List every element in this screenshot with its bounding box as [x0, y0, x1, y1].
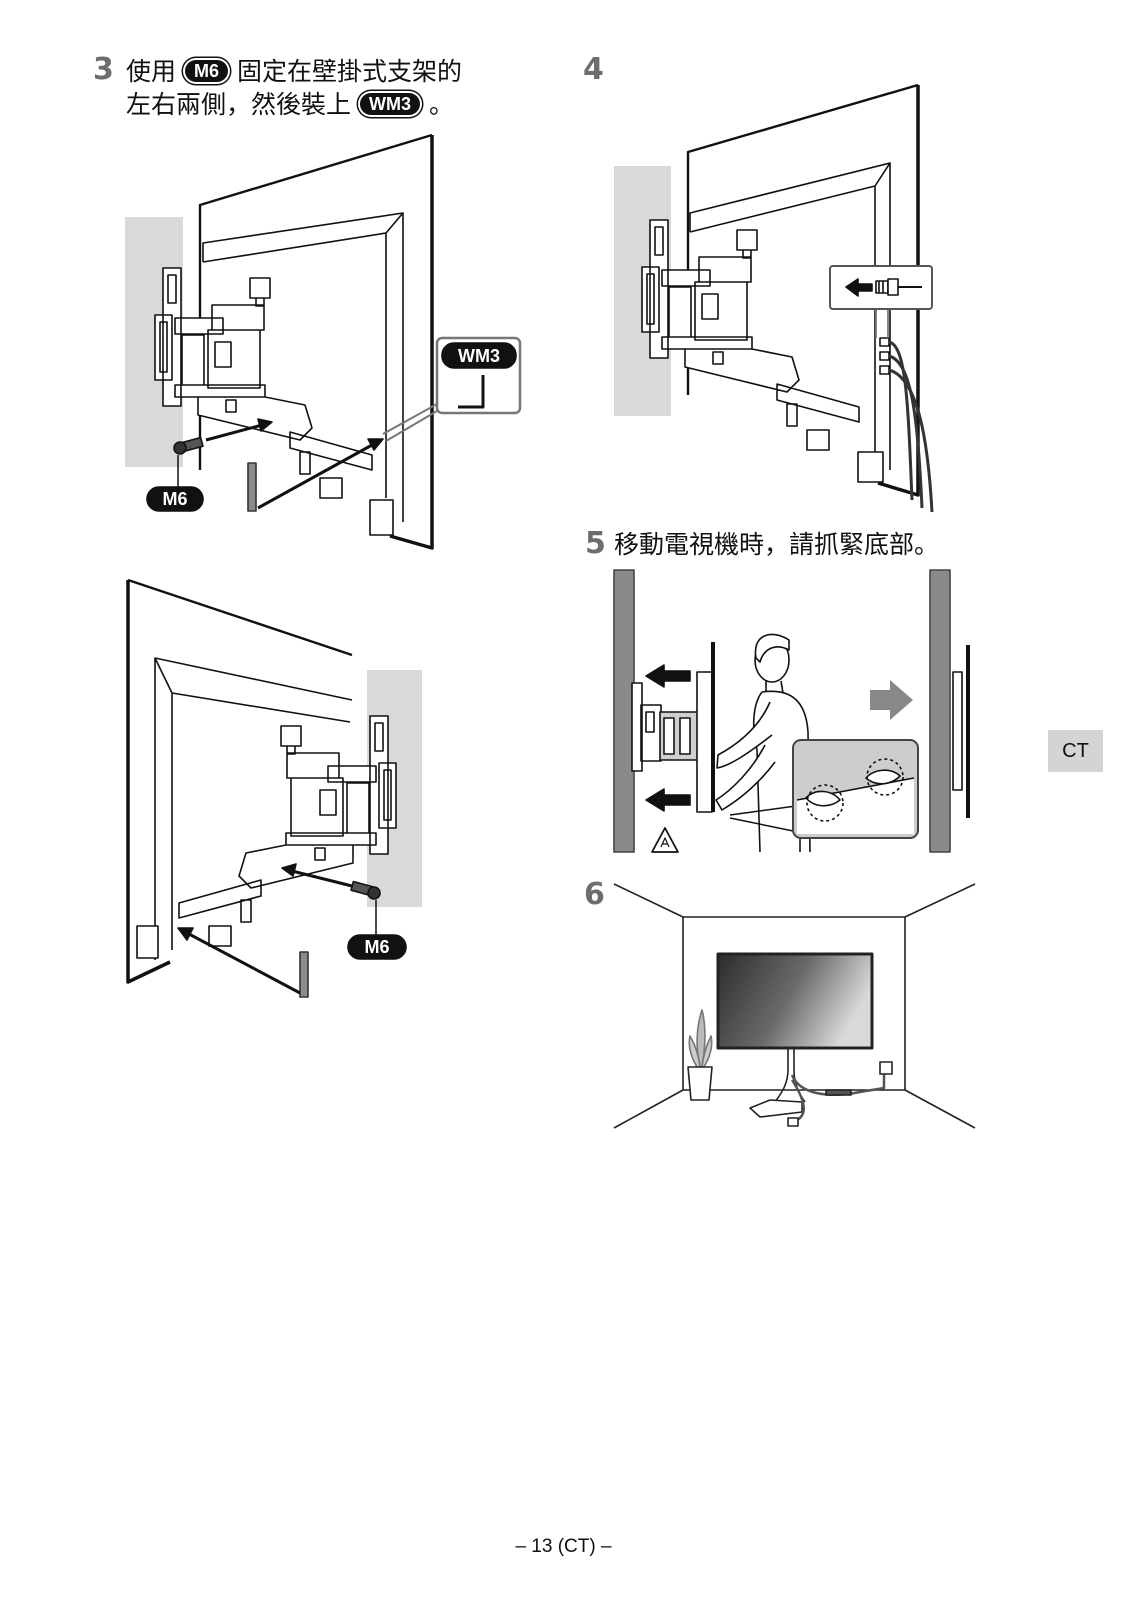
step-3-text: 左右兩側，然後裝上 [126, 90, 352, 119]
tool-label: WM3 [458, 346, 500, 366]
arrow-left-icon [845, 278, 873, 297]
inset-pointer [729, 805, 799, 833]
plant [687, 1009, 713, 1101]
cable-connectors [879, 337, 890, 375]
screw-label: M6 [364, 937, 389, 957]
step-6-number: 6 [584, 877, 605, 912]
tv-on-right-wall [952, 645, 970, 818]
arrow-head [177, 927, 194, 941]
m6-screw-badge: M6 [185, 60, 229, 82]
pin-arrow [257, 443, 373, 510]
tool-callout: WM3 [382, 336, 522, 442]
cable-plug-icon [875, 278, 922, 296]
step-3-line-1: 使用 M6 固定在壁掛式支架的 [126, 55, 462, 89]
mounted-arm [631, 682, 699, 772]
wall-bracket [641, 219, 860, 451]
step-3-line-2: 左右兩側，然後裝上 WM3 。 [126, 88, 454, 122]
tv-foot [136, 925, 159, 959]
figure-step6 [613, 883, 976, 1129]
arrow-left-icon [645, 788, 691, 812]
tv-screen [716, 952, 874, 1050]
screw-arrow [291, 869, 353, 888]
screw-badge [347, 934, 407, 960]
arrow-head [281, 863, 297, 877]
figure-step3-bottom: M6 [126, 578, 422, 998]
tv-stand-base [749, 1099, 803, 1118]
cable-box [825, 1089, 852, 1096]
screw [350, 880, 381, 900]
arrow-head [257, 418, 273, 432]
screw-arrow [205, 423, 263, 442]
step-3-text: 。 [429, 90, 455, 119]
arrow-left-icon [645, 664, 691, 688]
person [715, 633, 811, 853]
arrow-right-icon [870, 680, 913, 720]
cables [888, 340, 934, 513]
tv-rear-cover [689, 162, 891, 470]
tv-foot [857, 451, 884, 483]
room-lines [613, 883, 976, 1129]
cable-plug-callout [829, 265, 933, 338]
tv-side-edge [877, 85, 920, 497]
step-3-number: 3 [93, 52, 114, 87]
wm3-tool-badge: WM3 [360, 93, 421, 115]
tv-rear-cover [202, 212, 404, 522]
figure-step4 [614, 83, 934, 513]
step-5-number: 5 [585, 526, 606, 561]
step-5-text: 移動電視機時，請抓緊底部。 [614, 530, 940, 559]
figure-step5 [613, 569, 970, 853]
step-4-number: 4 [583, 52, 604, 87]
grip-detail-inset [792, 739, 919, 839]
tv-side-edge [126, 580, 171, 984]
tv-foot [369, 499, 394, 536]
figure-step3-top: M6 WM3 [125, 133, 522, 550]
power-cables [790, 1074, 886, 1122]
spacer-pin [247, 462, 257, 512]
spacer-pin [299, 951, 309, 998]
plug [787, 1117, 799, 1127]
tv-back-outline [127, 578, 353, 657]
arrow-head [367, 438, 384, 451]
right-wall [929, 569, 951, 853]
left-wall [613, 569, 635, 853]
screw-label: M6 [162, 489, 187, 509]
wall-outlet [879, 1061, 893, 1075]
step-3-text: 使用 [126, 57, 177, 86]
tv-rear-cover [154, 657, 353, 960]
pinch-warning-icon [651, 827, 679, 853]
wall-bracket [178, 715, 397, 947]
screw-badge [146, 486, 204, 512]
hex-key-icon [458, 375, 485, 409]
tv-side-profile [696, 671, 713, 813]
pin-arrow [188, 932, 301, 995]
tv-side-edge [389, 135, 434, 550]
step-3-text: 固定在壁掛式支架的 [237, 57, 463, 86]
language-tab: CT [1048, 730, 1103, 772]
screw [173, 436, 204, 455]
page-number: – 13 (CT) – [515, 1536, 612, 1557]
